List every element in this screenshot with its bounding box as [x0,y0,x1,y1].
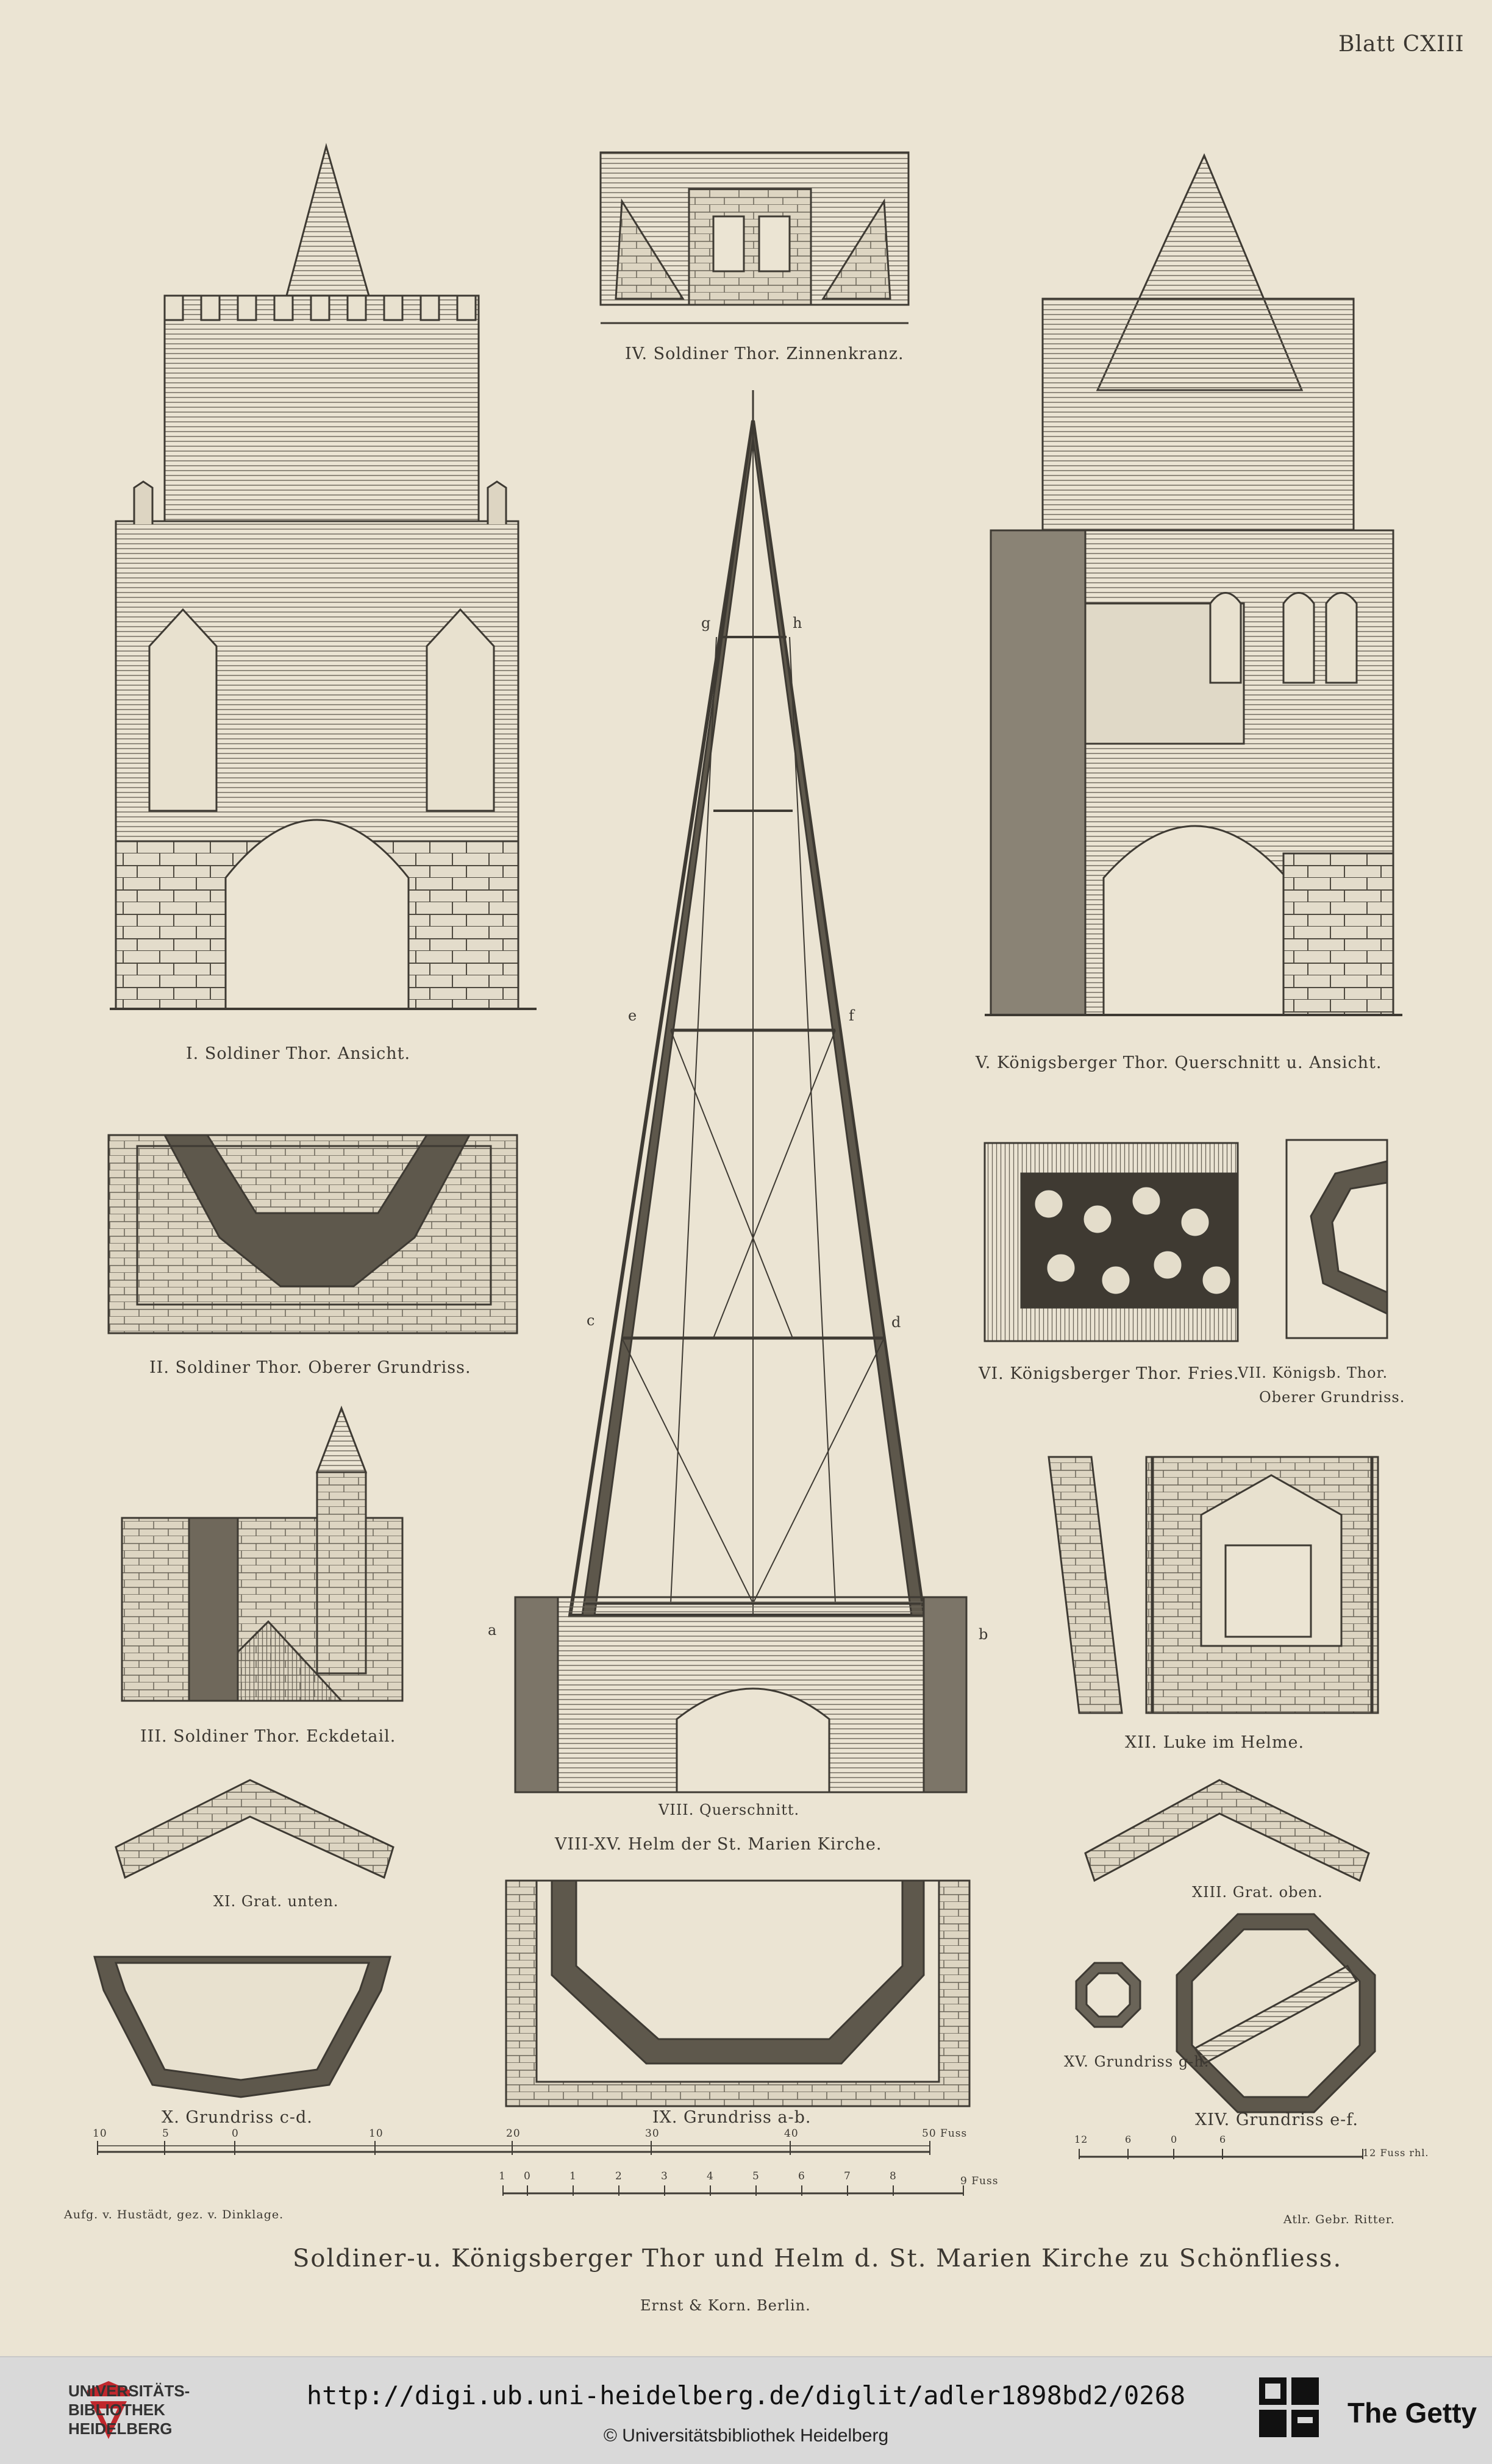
caption-fig8-15: VIII-XV. Helm der St. Marien Kirche. [555,1835,882,1854]
scale-small-tick-9: 8 [890,2170,897,2182]
scale-small-tick-8: 7 [844,2170,851,2182]
scale-small-tick-7: 6 [798,2170,805,2182]
section-letter-a: a [488,1622,498,1639]
scale-small-tick-4: 3 [661,2170,668,2182]
scale-small-tick-3: 2 [615,2170,623,2182]
caption-fig4: IV. Soldiner Thor. Zinnenkranz. [625,344,904,363]
university-library-name: UNIVERSITÄTS- BIBLIOTHEK HEIDELBERG [68,2382,190,2438]
permalink-url[interactable]: http://digi.ub.uni-heidelberg.de/diglit/… [306,2380,1186,2410]
scale-small-tick-2: 1 [569,2170,577,2182]
publisher: Ernst & Korn. Berlin. [640,2297,811,2314]
fig15-plan-g-h [1075,1962,1141,2028]
caption-fig11: XI. Grat. unten. [213,1893,339,1910]
caption-fig10: X. Grundriss c-d. [162,2108,313,2127]
caption-fig8: VIII. Querschnitt. [659,1801,800,1818]
scale-right-tick-2: 0 [1171,2134,1178,2145]
scale-main-tick-3: 10 [369,2128,384,2140]
main-scale-bar [97,2141,930,2155]
credit-surveyor: Aufg. v. Hustädt, gez. v. Dinklage. [64,2208,284,2221]
copyright-notice: © Universitätsbibliothek Heidelberg [603,2426,889,2446]
scale-main-tick-4: 20 [506,2128,521,2140]
credit-lithographer: Atlr. Gebr. Ritter. [1283,2213,1395,2226]
fig3-corner-detail [121,1405,404,1702]
scale-right-tick-0: 12 [1074,2134,1088,2145]
caption-fig14: XIV. Grundriss e-f. [1195,2110,1358,2129]
section-letter-d: d [891,1314,902,1331]
section-letter-h: h [793,614,803,632]
viewer-footer: UNIVERSITÄTS- BIBLIOTHEK HEIDELBERG http… [0,2356,1492,2464]
getty-logo-icon [1259,2377,1319,2437]
caption-fig13: XIII. Grat. oben. [1192,1884,1323,1901]
scale-small-tick-1: 0 [524,2170,531,2182]
scale-main-tick-2: 0 [232,2128,239,2140]
scale-main-tick-7: 50 Fuss [922,2128,968,2140]
scale-main-tick-5: 30 [645,2128,660,2140]
scale-main-tick-6: 40 [784,2128,799,2140]
university-library-logo-icon [87,2381,130,2439]
scale-small-tick-5: 4 [707,2170,714,2182]
scale-small-tick-0: 1 [499,2170,506,2182]
caption-fig15: XV. Grundriss g-h. [1064,2053,1210,2070]
caption-fig9: IX. Grundriss a-b. [652,2108,812,2127]
getty-label[interactable]: The Getty [1347,2397,1477,2429]
scale-main-tick-0: 10 [93,2128,107,2140]
scale-right-tick-4: 12 Fuss rhl. [1363,2147,1429,2159]
fig6-frieze [983,1142,1239,1342]
fig7-koenigsb-plan [1285,1139,1388,1339]
section-letter-b: b [979,1626,989,1643]
section-letter-e: e [628,1007,638,1024]
library-name-line-1: UNIVERSITÄTS- [68,2382,190,2400]
caption-fig1: I. Soldiner Thor. Ansicht. [186,1044,411,1063]
fig10-plan-c-d [93,1956,391,2098]
scale-right-tick-1: 6 [1125,2134,1132,2145]
scale-right-tick-3: 6 [1219,2134,1227,2145]
fig12-hatch-opening [1048,1456,1379,1714]
fig5-koenigsberger-gate-section [985,153,1402,1016]
caption-fig2: II. Soldiner Thor. Oberer Grundriss. [149,1358,471,1377]
caption-fig6: VI. Königsberger Thor. Fries. [979,1364,1240,1383]
caption-fig3: III. Soldiner Thor. Eckdetail. [140,1727,396,1746]
fig9-plan-a-b [505,1879,971,2107]
library-name-line-2: BIBLIOTHEK [68,2401,165,2419]
small-scale-bar [502,2185,964,2196]
fig11-ridge-lower [115,1779,394,1879]
caption-fig12: XII. Luke im Helme. [1125,1733,1305,1752]
fig1-soldiner-gate-elevation [110,143,537,1010]
plate-main-title: Soldiner-u. Königsberger Thor und Helm d… [293,2245,1343,2273]
library-name-line-3: HEIDELBERG [68,2419,173,2438]
section-letter-c: c [587,1312,596,1329]
section-letter-f: f [849,1007,855,1024]
section-letter-g: g [701,614,712,632]
plate-sheet: Blatt CXIII I. Soldiner Thor. Ansicht. I… [64,32,1465,2314]
fig8-spire-cross-section [514,390,968,1793]
right-scale-bar [1079,2149,1363,2159]
fig4-crenellation-detail [599,151,910,324]
fig13-ridge-upper [1084,1779,1370,1882]
fig14-plan-e-f [1176,1913,1376,2113]
plate-number: Blatt CXIII [1338,32,1465,57]
fig2-upper-plan [107,1134,518,1334]
architectural-plate-drawing [93,143,1402,2196]
caption-fig7-line2: Oberer Grundriss. [1259,1389,1405,1406]
caption-fig5: V. Königsberger Thor. Querschnitt u. Ans… [976,1053,1382,1072]
scale-small-tick-10: 9 Fuss [960,2175,999,2187]
scale-main-tick-1: 5 [162,2128,170,2140]
scale-small-tick-6: 5 [752,2170,760,2182]
caption-fig7-line1: VII. Königsb. Thor. [1238,1364,1388,1381]
